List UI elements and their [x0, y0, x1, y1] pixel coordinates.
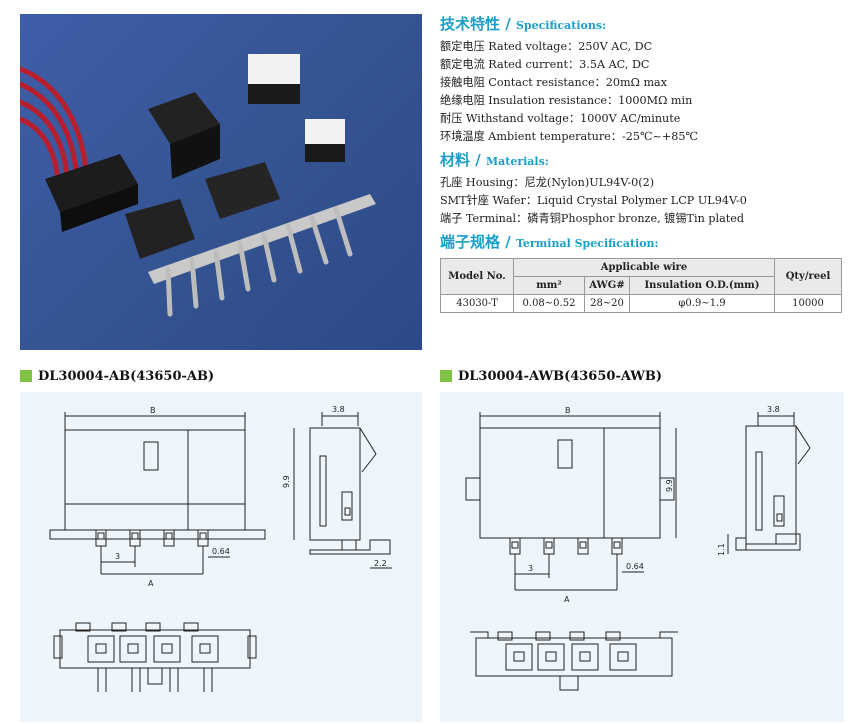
dim-pitch-label: 3 — [115, 552, 120, 561]
spec-line: 绝缘电阻 Insulation resistance：1000MΩ min — [440, 94, 693, 107]
cell-awg: 28~20 — [584, 294, 630, 313]
dim-b-label: B — [150, 406, 156, 415]
materials-list: 孔座 Housing：尼龙(Nylon)UL94V-0(2) SMT针座 Waf… — [440, 174, 844, 228]
right-drawing-title: DL30004-AWB(43650-AWB) — [440, 368, 662, 384]
cell-model-no: 43030-T — [440, 294, 514, 313]
th-applicable-wire: Applicable wire — [513, 258, 775, 277]
dim-height-label: 9.9 — [282, 475, 291, 488]
cell-insulation-od: φ0.9~1.9 — [629, 294, 775, 313]
spec-line: 额定电压 Rated voltage：250V AC, DC — [440, 40, 653, 53]
cell-qty-reel: 10000 — [774, 294, 842, 313]
green-square-icon — [440, 370, 452, 382]
green-square-icon — [20, 370, 32, 382]
terminal-spec-title: 端子规格 / Terminal Specification: — [440, 233, 659, 251]
left-drawing-title: DL30004-AB(43650-AB) — [20, 368, 214, 384]
dim-a-label: A — [564, 595, 570, 604]
th-model-no: Model No. — [440, 258, 514, 295]
th-awg: AWG# — [584, 276, 630, 295]
left-technical-drawing: B 3 A 0.64 3.8 9.9 2. — [49, 405, 392, 692]
terminal-spec-table: Model No. Applicable wire Qty/reel mm² A… — [440, 258, 842, 313]
dim-b-label: B — [565, 406, 571, 415]
dim-foot-label: 1.1 — [717, 543, 726, 556]
material-line: 端子 Terminal：磷青铜Phosphor bronze, 镀锡Tin pl… — [440, 212, 745, 225]
product-photo — [20, 14, 422, 350]
material-line: SMT针座 Wafer：Liquid Crystal Polymer LCP U… — [440, 194, 747, 207]
dim-pin-label: 0.64 — [212, 547, 230, 556]
specifications-list: 额定电压 Rated voltage：250V AC, DC 额定电流 Rate… — [440, 38, 844, 146]
specifications-title: 技术特性 / Specifications: — [440, 15, 607, 33]
table-row: 43030-T 0.08~0.52 28~20 φ0.9~1.9 10000 — [440, 294, 842, 313]
th-mm2: mm² — [513, 276, 585, 295]
left-drawing-panel: B 3 A 0.64 3.8 9.9 2. — [20, 392, 422, 722]
cell-mm2: 0.08~0.52 — [513, 294, 585, 313]
spec-area: 技术特性 / Specifications: 额定电压 Rated voltag… — [440, 14, 844, 313]
dim-pin-label: 0.64 — [626, 562, 644, 571]
spec-line: 环境温度 Ambient temperature：-25℃~+85℃ — [440, 130, 699, 143]
materials-title: 材料 / Materials: — [440, 151, 549, 169]
spec-line: 耐压 Withstand voltage：1000V AC/minute — [440, 112, 681, 125]
right-technical-drawing: B 3 A 0.64 9.9 3.8 1.1 — [465, 405, 811, 691]
th-insulation-od: Insulation O.D.(mm) — [629, 276, 775, 295]
spec-line: 接触电阻 Contact resistance：20mΩ max — [440, 76, 668, 89]
dim-a-label: A — [148, 579, 154, 588]
dim-width-label: 3.8 — [767, 405, 780, 414]
dim-foot-label: 2.2 — [374, 559, 387, 568]
dim-height-label: 9.9 — [665, 479, 674, 492]
th-qty-reel: Qty/reel — [774, 258, 842, 295]
spec-line: 额定电流 Rated current：3.5A AC, DC — [440, 58, 650, 71]
dim-pitch-label: 3 — [528, 564, 533, 573]
right-drawing-panel: B 3 A 0.64 9.9 3.8 1.1 — [440, 392, 844, 722]
material-line: 孔座 Housing：尼龙(Nylon)UL94V-0(2) — [440, 176, 655, 189]
dim-width-label: 3.8 — [332, 405, 345, 414]
connector-illustration — [20, 54, 376, 317]
